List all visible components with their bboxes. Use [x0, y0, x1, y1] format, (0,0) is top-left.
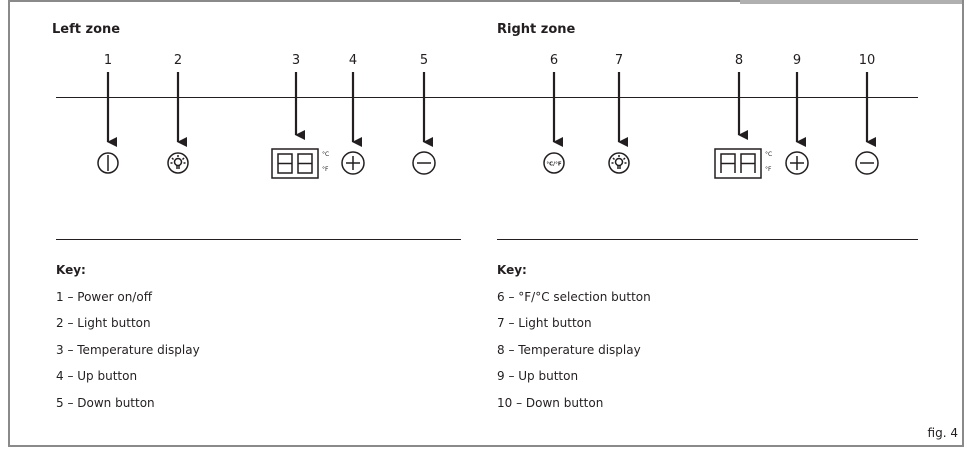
right-zone-title: Right zone [497, 22, 576, 37]
right-key-item-6: 6 – °F/°C selection button [497, 290, 651, 304]
left-key-item-1: 1 – Power on/off [56, 290, 152, 304]
control-panel-line [56, 97, 918, 98]
figure-label: fig. 4 [927, 426, 958, 440]
unit-toggle-icon [543, 152, 565, 174]
callout-number-1: 1 [103, 53, 113, 68]
left-key-title: Key: [56, 263, 86, 277]
callout-number-3: 3 [291, 53, 301, 68]
temperature-display-left [271, 148, 319, 179]
minus-icon-right [855, 151, 879, 175]
frame-top-border [8, 0, 740, 2]
right-key-item-7: 7 – Light button [497, 316, 592, 330]
callout-number-8: 8 [734, 53, 744, 68]
plus-icon-right [785, 151, 809, 175]
callout-number-9: 9 [792, 53, 802, 68]
fahrenheit-label-left: °F [322, 166, 329, 173]
figure-frame [8, 0, 964, 447]
callout-number-2: 2 [173, 53, 183, 68]
light-bulb-icon [167, 152, 189, 174]
right-key-title: Key: [497, 263, 527, 277]
fahrenheit-label-right: °F [765, 166, 772, 173]
power-icon [97, 152, 119, 174]
light-bulb-icon-right [608, 152, 630, 174]
callout-number-7: 7 [614, 53, 624, 68]
left-key-divider [56, 239, 461, 240]
minus-icon-left [412, 151, 436, 175]
unit-toggle-label: °C/°F [546, 162, 562, 168]
left-key-item-3: 3 – Temperature display [56, 343, 200, 357]
left-key-item-5: 5 – Down button [56, 396, 155, 410]
callout-number-5: 5 [419, 53, 429, 68]
plus-icon-left [341, 151, 365, 175]
right-key-item-9: 9 – Up button [497, 369, 579, 383]
callout-number-10: 10 [858, 53, 876, 68]
temperature-display-right [714, 148, 762, 179]
celsius-label-right: °C [765, 151, 772, 158]
frame-corner-tab [740, 0, 964, 4]
left-key-item-4: 4 – Up button [56, 369, 138, 383]
right-key-divider [497, 239, 918, 240]
right-key-item-8: 8 – Temperature display [497, 343, 641, 357]
celsius-label-left: °C [322, 151, 329, 158]
left-zone-title: Left zone [52, 22, 121, 37]
left-key-item-2: 2 – Light button [56, 316, 151, 330]
right-key-item-10: 10 – Down button [497, 396, 604, 410]
callout-number-6: 6 [549, 53, 559, 68]
callout-number-4: 4 [348, 53, 358, 68]
